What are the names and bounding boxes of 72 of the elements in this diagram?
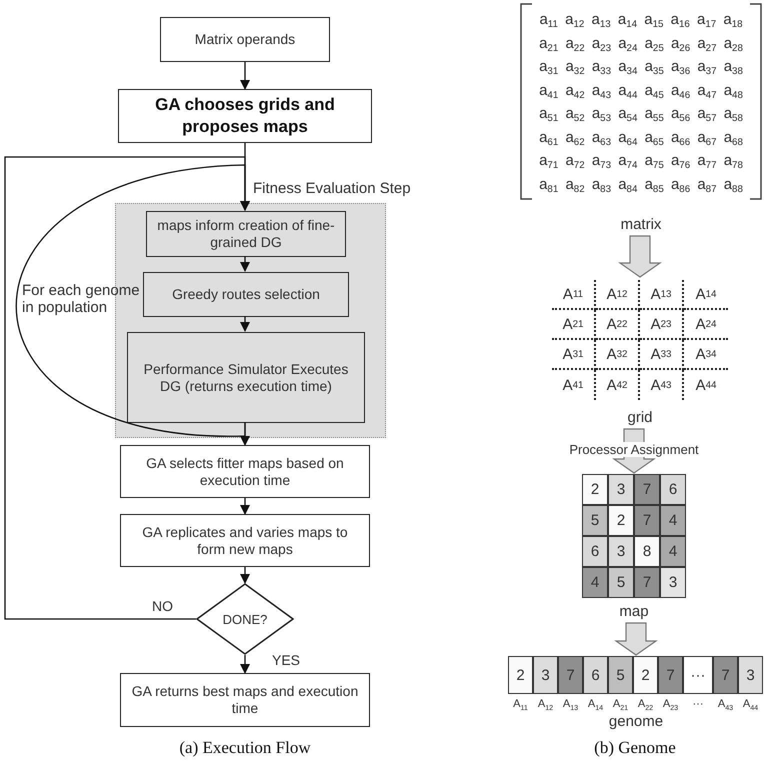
matrix-row-text: a$_{41}$ a$_{42}$ a$_{43}$ a$_{44}$ a$_{45}$ a$_{46}$ a$_{47}$ a$_{48}$: [538, 82, 744, 100]
node-label: genome: [608, 713, 664, 730]
arrow: [240, 316, 250, 332]
genome-cell: ···: [683, 656, 713, 694]
node-label: map: [618, 603, 650, 620]
genome-cell: 3: [738, 656, 763, 694]
gene-label: A$_{21}$: [612, 698, 630, 712]
map-cell: 5: [608, 567, 634, 598]
map-cell: 3: [660, 567, 686, 598]
node-label: grid: [626, 409, 654, 426]
genome-cell: 2: [633, 656, 658, 694]
gene-label: A$_{43}$: [716, 698, 734, 712]
gene-label: A$_{11}$: [512, 698, 529, 712]
process-box: GA returns best maps and execution time: [120, 673, 370, 727]
process-box: GA replicates and varies maps to form new maps: [120, 514, 370, 567]
node-label: matrix: [620, 216, 662, 233]
arrow: [16, 164, 250, 437]
matrix-row-text: a$_{21}$ a$_{22}$ a$_{23}$ a$_{24}$ a$_{25}$ a$_{26}$ a$_{27}$ a$_{28}$: [538, 34, 744, 54]
arrow: [240, 256, 250, 272]
matrix-row-text: a$_{61}$ a$_{62}$ a$_{63}$ a$_{64}$ a$_{65}$ a$_{66}$ a$_{67}$ a$_{68}$: [538, 128, 744, 148]
edge-label: NO: [152, 598, 173, 614]
arrow: [240, 567, 250, 584]
subfigure-caption: (a) Execution Flow: [178, 738, 312, 758]
map-cell: 3: [608, 474, 634, 505]
gene-label: A$_{13}$: [562, 698, 580, 712]
genome-cell: 7: [713, 656, 738, 694]
map-cell: 5: [582, 505, 608, 536]
matrix-row-text: a$_{11}$ a$_{12}$ a$_{13}$ a$_{14}$ a$_{15}$ a$_{16}$ a$_{17}$ a$_{18}$: [538, 11, 744, 30]
genome-cell: 2: [508, 656, 533, 694]
genome-cell: 6: [583, 656, 608, 694]
gene-label: A$_{23}$: [662, 698, 680, 712]
arrow: [240, 655, 250, 674]
arrow: [240, 62, 250, 90]
map-cell: 6: [660, 474, 686, 505]
gene-label: A$_{12}$: [536, 698, 554, 712]
map-cell: 7: [634, 567, 660, 598]
map-cell: 8: [634, 536, 660, 567]
process-box: maps inform creation of fine-grained DG: [146, 211, 346, 257]
arrow: [240, 498, 250, 515]
edge-label: For each genome in population: [22, 282, 140, 316]
matrix-row-text: a$_{71}$ a$_{72}$ a$_{73}$ a$_{74}$ a$_{75}$ a$_{76}$ a$_{77}$ a$_{78}$: [538, 152, 744, 171]
decision-diamond: DONE?: [196, 583, 294, 655]
map-cell: 4: [660, 536, 686, 567]
genome-cell: 7: [558, 656, 583, 694]
block-arrow: [618, 235, 662, 278]
gene-label: ···: [692, 698, 704, 710]
block-arrow: [614, 622, 658, 656]
process-box: GA selects fitter maps based on execution time: [120, 445, 370, 498]
gene-label: A$_{22}$: [636, 698, 654, 712]
map-cell: 2: [608, 505, 634, 536]
genome-cell: 5: [608, 656, 633, 694]
process-box: Performance Simulator Executes DG (returns execution time): [127, 332, 365, 423]
matrix-row-text: a$_{81}$ a$_{82}$ a$_{83}$ a$_{84}$ a$_{85}$ a$_{86}$ a$_{87}$ a$_{88}$: [538, 176, 744, 194]
process-box: Matrix operands: [160, 17, 330, 62]
map-cell: 7: [634, 474, 660, 505]
process-box: Greedy routes selection: [143, 272, 349, 317]
map-cell: 4: [582, 567, 608, 598]
subfigure-caption: (b) Genome: [593, 738, 677, 758]
map-cell: 3: [608, 536, 634, 567]
matrix-row-text: a$_{51}$ a$_{52}$ a$_{53}$ a$_{54}$ a$_{55}$ a$_{56}$ a$_{57}$ a$_{58}$: [538, 105, 744, 124]
genome-cell: 3: [533, 656, 558, 694]
map-cell: 7: [634, 505, 660, 536]
map-cell: 4: [660, 505, 686, 536]
map-cell: 6: [582, 536, 608, 567]
gene-label: A$_{44}$: [742, 698, 760, 712]
process-box: GA chooses grids and proposes maps: [118, 89, 372, 143]
map-cell: 2: [582, 474, 608, 505]
group-heading: Fitness Evaluation Step: [253, 180, 411, 197]
edge-label: YES: [272, 652, 300, 668]
matrix-row-text: a$_{31}$ a$_{32}$ a$_{33}$ a$_{34}$ a$_{35}$ a$_{36}$ a$_{37}$ a$_{38}$: [538, 58, 744, 77]
gene-label: A$_{14}$: [586, 698, 604, 712]
genome-cell: 7: [658, 656, 683, 694]
